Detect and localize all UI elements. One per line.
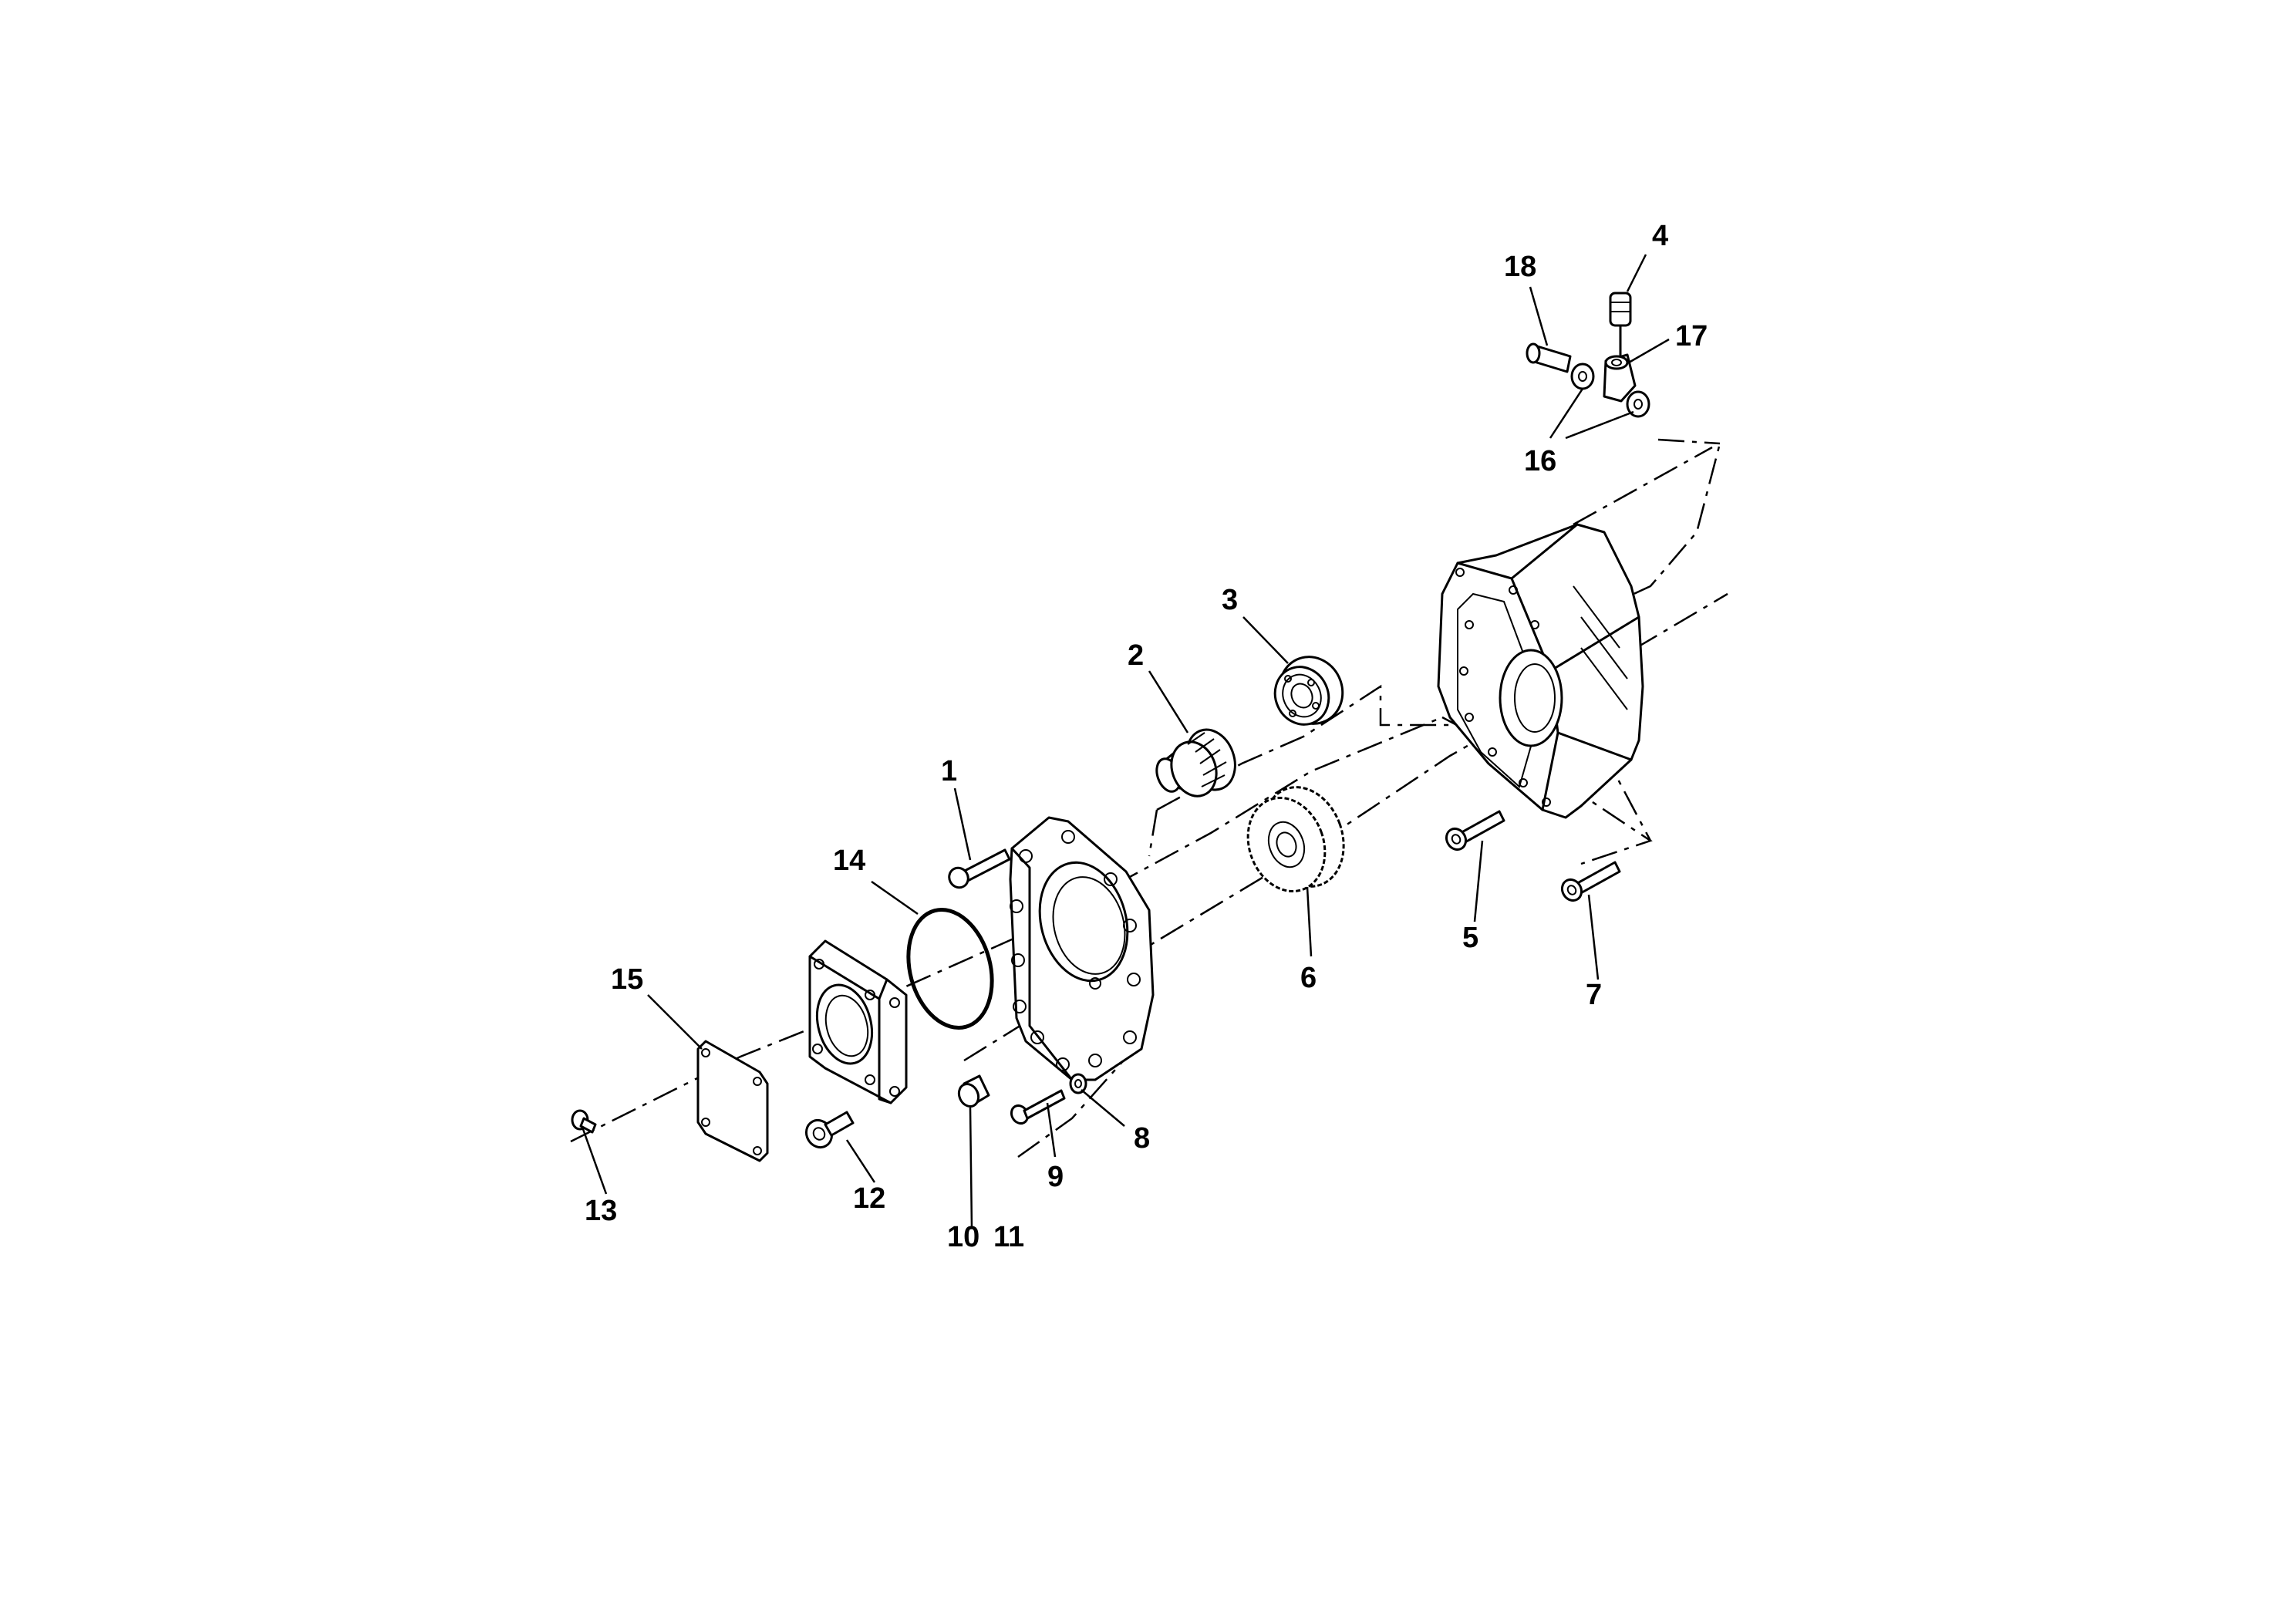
part-4-breather-plug [1609,292,1632,356]
callout-4: 4 [1652,220,1668,252]
leader-lines [582,254,1670,1229]
callout-18: 18 [1504,251,1536,283]
callout-15: 15 [611,963,643,996]
callout-12: 12 [853,1182,885,1215]
part-15-cover-plate [696,1040,769,1162]
callout-16: 16 [1524,445,1556,477]
part-13-screw [571,1109,597,1134]
part-8-washer [1069,1073,1087,1094]
part-6-spur-gear [1246,786,1345,893]
gearbox-housing [1437,523,1644,819]
part-5-cap-screw [1445,810,1505,851]
part-1-cap-screw [948,848,1011,889]
callout-13: 13 [585,1195,617,1227]
callout-labels: 1 2 3 4 5 6 7 8 9 10 11 12 13 14 15 16 1… [585,220,1708,1253]
part-14-o-ring [906,907,994,1030]
part-16-sealing-washer-right [1626,390,1650,418]
part-16-sealing-washer-left [1570,363,1595,390]
part-18-banjo-bolt [1526,342,1572,373]
part-12-cap-screw [804,1111,855,1149]
intermediate-plate [1009,816,1155,1081]
callout-8: 8 [1134,1122,1150,1155]
part-7-cap-screw [1560,861,1621,902]
callout-10: 10 [947,1221,979,1253]
callout-5: 5 [1462,922,1478,954]
callout-17: 17 [1675,320,1708,352]
callout-14: 14 [833,845,865,877]
callout-3: 3 [1222,584,1238,616]
adapter-flange [808,939,908,1104]
callout-2: 2 [1128,639,1144,672]
callout-1: 1 [941,755,957,787]
part-10-11-plug [957,1074,990,1108]
callout-7: 7 [1586,979,1602,1011]
part-17-elbow-fitting [1603,353,1637,403]
part-2-pinion-shaft [1155,728,1236,798]
callout-6: 6 [1300,962,1317,994]
part-3-ball-bearing [1273,656,1344,726]
part-9-screw [1010,1089,1066,1125]
callout-11: 11 [993,1221,1024,1253]
callout-9: 9 [1047,1161,1064,1193]
